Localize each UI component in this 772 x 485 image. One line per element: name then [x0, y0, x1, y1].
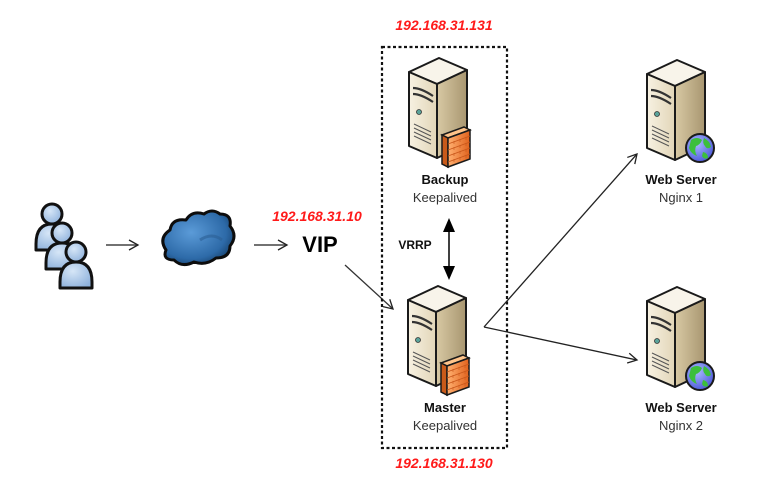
web2-name-label: Web Server: [645, 400, 717, 415]
cloud-icon: [161, 209, 236, 267]
web1-role-label: Nginx 1: [658, 190, 704, 205]
master-ip-label: 192.168.31.130: [395, 455, 493, 471]
backup-server-icon: [407, 56, 471, 168]
backup-name-label: Backup: [421, 172, 469, 187]
vip-label: VIP: [302, 232, 338, 257]
web1-name-label: Web Server: [645, 172, 717, 187]
master-server-icon: [406, 284, 470, 396]
web-server-1-icon: [645, 58, 715, 163]
keepalived-cluster-box: [380, 45, 509, 450]
master-role-label: Keepalived: [412, 418, 478, 433]
master-name-label: Master: [424, 400, 466, 415]
web2-role-label: Nginx 2: [658, 418, 704, 433]
users-icon: [34, 202, 94, 290]
web-server-2-icon: [645, 285, 715, 391]
edge-master-web2: [483, 326, 639, 364]
edge-master-web1: [483, 152, 638, 328]
vrrp-arrow: [443, 218, 455, 280]
edge-vip-master: [344, 264, 394, 310]
backup-ip-label: 192.168.31.131: [395, 17, 493, 33]
vip-ip-label: 192.168.31.10: [272, 208, 362, 224]
vrrp-label: VRRP: [398, 238, 432, 252]
backup-role-label: Keepalived: [412, 190, 478, 205]
